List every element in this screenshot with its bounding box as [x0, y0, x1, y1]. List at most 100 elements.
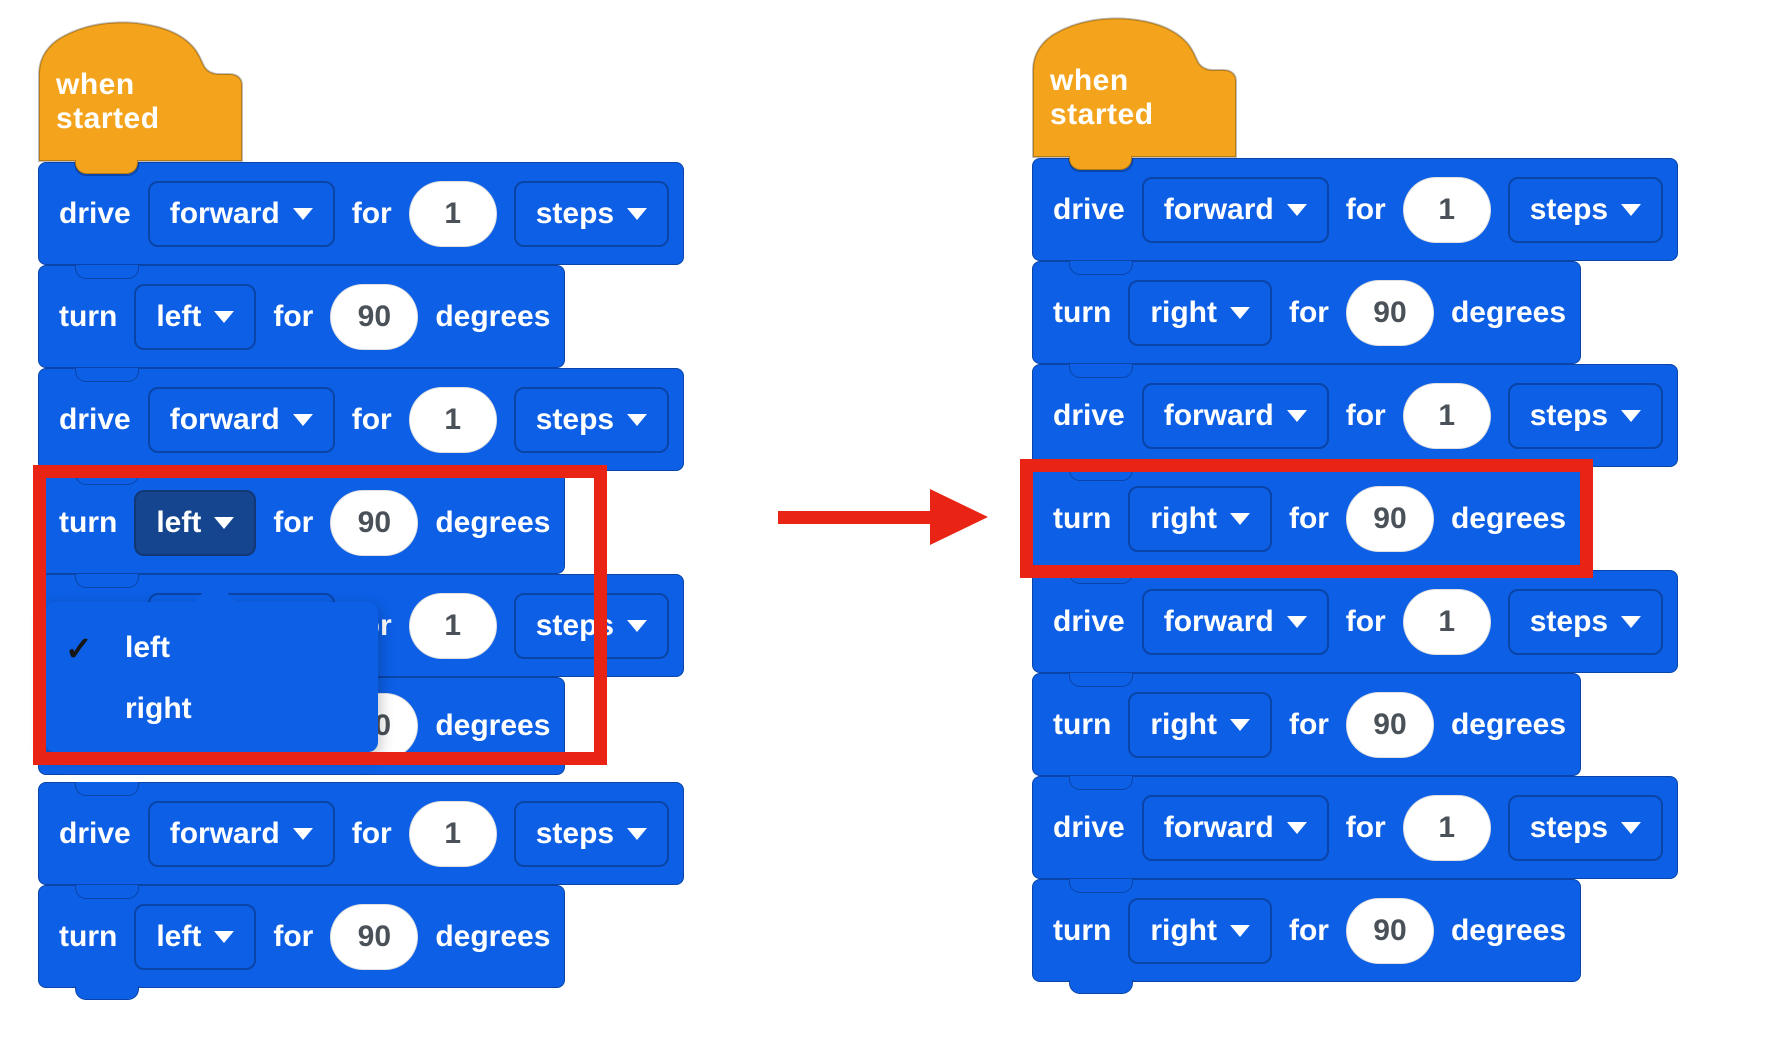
menu-pointer-icon	[193, 580, 237, 603]
hat-block-shape	[1032, 17, 1237, 171]
direction-dropdown[interactable]: forward	[1141, 588, 1329, 655]
dropdown-value-label: left	[156, 919, 202, 953]
dropdown-value-label: forward	[169, 816, 280, 850]
value-text: 90	[357, 919, 392, 953]
direction-dropdown[interactable]: forward	[1141, 176, 1329, 243]
chevron-down-icon	[1229, 924, 1250, 937]
value-text: 1	[1438, 192, 1456, 226]
direction-dropdown[interactable]: left	[134, 903, 257, 970]
value-input[interactable]: 1	[408, 800, 497, 867]
direction-dropdown-menu: ✓left right	[45, 580, 378, 752]
value-input[interactable]: 1	[1402, 382, 1491, 449]
direction-dropdown[interactable]: forward	[147, 800, 335, 867]
value-input[interactable]: 90	[330, 489, 419, 556]
hat-block-shape	[38, 21, 243, 175]
dropdown-value-label: steps	[1529, 810, 1609, 844]
chevron-down-icon	[214, 516, 235, 529]
direction-dropdown[interactable]: forward	[147, 180, 335, 247]
value-input[interactable]: 1	[1402, 588, 1491, 655]
value-text: 90	[357, 505, 392, 539]
value-input[interactable]: 90	[1345, 485, 1434, 552]
dropdown-value-label: forward	[169, 196, 280, 230]
chevron-down-icon	[1286, 203, 1307, 216]
menu-item-right[interactable]: right	[45, 692, 378, 726]
unit-dropdown[interactable]: steps	[1507, 794, 1664, 861]
direction-dropdown[interactable]: right	[1128, 279, 1272, 346]
direction-dropdown[interactable]: forward	[1141, 794, 1329, 861]
dropdown-value-label: left	[156, 299, 202, 333]
chevron-down-icon	[1621, 409, 1642, 422]
dropdown-value-label: steps	[535, 608, 615, 642]
direction-dropdown[interactable]: left	[134, 283, 257, 350]
direction-dropdown[interactable]: left	[134, 489, 257, 556]
block-unit-label: degrees	[435, 919, 551, 953]
value-input[interactable]: 90	[330, 903, 419, 970]
value-text: 90	[1373, 501, 1407, 535]
block-unit-label: degrees	[435, 505, 551, 539]
chevron-down-icon	[1286, 409, 1307, 422]
menu-item-label: right	[125, 691, 192, 725]
block-for-label: for	[1288, 707, 1329, 741]
dropdown-value-label: steps	[535, 402, 615, 436]
direction-dropdown[interactable]: right	[1128, 691, 1272, 758]
block-for-label: for	[273, 299, 314, 333]
unit-dropdown[interactable]: steps	[513, 800, 670, 867]
when-started-hat-block[interactable]: when started	[1032, 17, 1237, 171]
chevron-down-icon	[214, 310, 235, 323]
value-input[interactable]: 1	[1402, 794, 1491, 861]
dropdown-value-label: right	[1150, 295, 1217, 329]
value-input[interactable]: 1	[1402, 176, 1491, 243]
value-text: 1	[444, 816, 462, 850]
when-started-hat-block[interactable]: when started	[38, 21, 243, 175]
value-input[interactable]: 1	[408, 386, 497, 453]
chevron-down-icon	[1286, 615, 1307, 628]
check-icon: ✓	[65, 629, 93, 667]
unit-dropdown[interactable]: steps	[1507, 382, 1664, 449]
block-verb-label: drive	[1053, 398, 1125, 432]
direction-dropdown[interactable]: right	[1128, 897, 1272, 964]
block-for-label: for	[1345, 810, 1386, 844]
menu-item-left[interactable]: ✓left	[45, 629, 378, 668]
chevron-down-icon	[292, 827, 313, 840]
direction-dropdown[interactable]: forward	[1141, 382, 1329, 449]
value-input[interactable]: 90	[1345, 279, 1434, 346]
block-for-label: for	[351, 402, 392, 436]
value-input[interactable]: 90	[1345, 691, 1434, 758]
value-text: 1	[444, 196, 462, 230]
arrow-shaft	[778, 511, 935, 524]
block-verb-label: drive	[1053, 604, 1125, 638]
value-input[interactable]: 90	[1345, 897, 1434, 964]
direction-dropdown[interactable]: forward	[147, 386, 335, 453]
block-verb-label: turn	[59, 299, 118, 333]
value-text: 1	[444, 402, 462, 436]
value-input[interactable]: 1	[408, 592, 497, 659]
direction-dropdown[interactable]: right	[1128, 485, 1272, 552]
unit-dropdown[interactable]: steps	[513, 180, 670, 247]
unit-dropdown[interactable]: steps	[513, 592, 670, 659]
unit-dropdown[interactable]: steps	[513, 386, 670, 453]
value-input[interactable]: 1	[408, 180, 497, 247]
dropdown-value-label: steps	[535, 816, 615, 850]
chevron-down-icon	[1621, 203, 1642, 216]
chevron-down-icon	[627, 207, 648, 220]
value-input[interactable]: 90	[330, 283, 419, 350]
chevron-down-icon	[627, 619, 648, 632]
hat-label: when started	[1050, 64, 1154, 131]
unit-dropdown[interactable]: steps	[1507, 588, 1664, 655]
unit-dropdown[interactable]: steps	[1507, 176, 1664, 243]
